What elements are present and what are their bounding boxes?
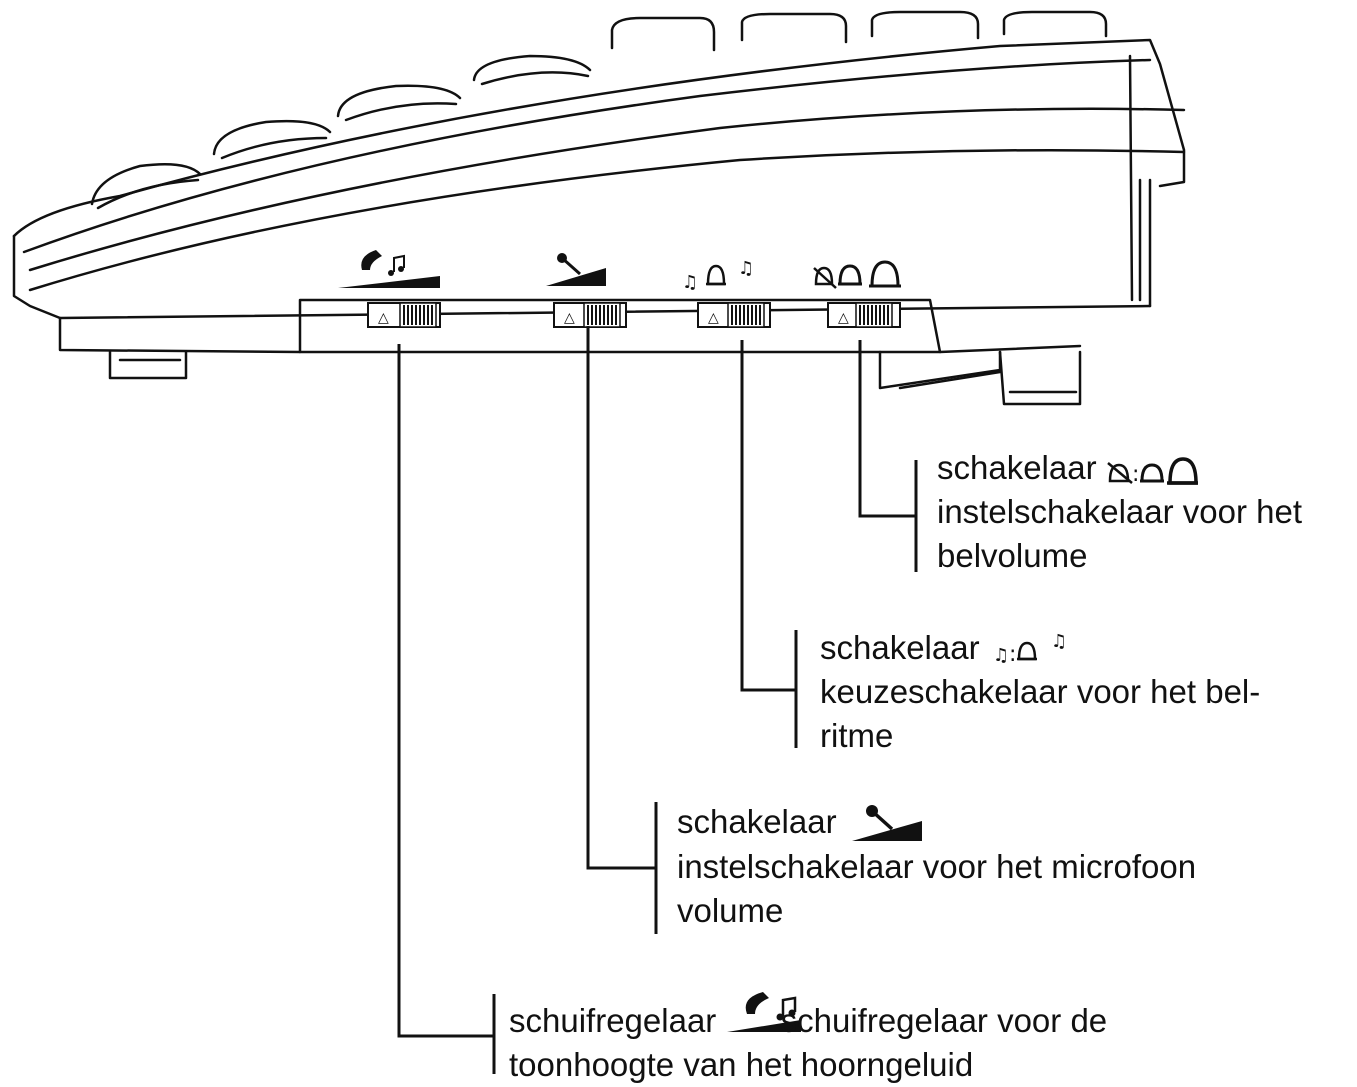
handset-note-wedge-icon	[338, 250, 440, 288]
note-bell-note-icon: ♫ ♫	[682, 258, 754, 293]
switch-mic-volume[interactable]: △	[553, 302, 627, 328]
phone-body	[12, 38, 1186, 406]
switch-knob[interactable]	[855, 302, 893, 328]
svg-text:♫: ♫	[993, 645, 1009, 666]
svg-text::: :	[1132, 462, 1139, 487]
switch-knob[interactable]	[727, 302, 765, 328]
leader-line-ring-melody	[740, 340, 796, 692]
svg-text:△: △	[564, 310, 575, 326]
svg-text:♫: ♫	[682, 272, 698, 293]
callout-description: schuifregelaar voor de	[780, 1002, 1108, 1039]
bell-mute-low-high-icon: :	[1106, 457, 1198, 487]
switch-bell-volume[interactable]: △	[827, 302, 901, 328]
bell-mute-low-high-icon	[813, 260, 901, 289]
svg-text:♫: ♫	[738, 258, 754, 279]
note-bell-note-icon: ♫ : ♫	[993, 631, 1067, 667]
callout-description: volume	[677, 892, 784, 930]
microphone-wedge-icon	[546, 253, 606, 286]
switch-knob[interactable]	[583, 302, 621, 328]
switch-ring-melody[interactable]: △	[697, 302, 771, 328]
leader-line-mic-volume	[586, 326, 656, 870]
svg-text:△: △	[378, 310, 389, 326]
callout-title: schakelaar	[820, 629, 980, 666]
phone-keys	[90, 10, 1108, 210]
leader-line-bell-volume	[858, 340, 916, 518]
callout-title: schuifregelaar	[509, 1002, 717, 1039]
svg-text::: :	[1009, 642, 1016, 667]
callout-description: ritme	[820, 717, 894, 754]
handset-note-wedge-icon	[727, 992, 802, 1032]
callout-description: instelschakelaar voor het	[937, 493, 1303, 530]
callout-bell-volume: schakelaar : instelschakelaar voor het b…	[937, 446, 1302, 578]
callout-title: schakelaar	[677, 803, 837, 840]
callout-handset-tone: schuifregelaar schuifregelaar voor de to…	[509, 990, 1107, 1087]
callout-title: schakelaar	[937, 449, 1097, 486]
callout-mic-volume: schakelaar instelschakelaar voor het mic…	[677, 800, 1196, 933]
callout-description: instelschakelaar voor het microfoon	[677, 848, 1197, 886]
svg-text:△: △	[838, 310, 849, 326]
leader-line-handset-tone	[397, 344, 494, 1038]
switch-knob[interactable]	[399, 302, 437, 328]
switch-handset-tone[interactable]: △	[367, 302, 441, 328]
svg-text:△: △	[708, 310, 719, 326]
callout-description: belvolume	[937, 537, 1088, 574]
callout-description: toonhoogte van het hoorngeluid	[509, 1046, 974, 1083]
callout-ring-melody: schakelaar ♫ : ♫ keuzeschakelaar voor he…	[820, 626, 1260, 758]
microphone-wedge-icon	[851, 805, 922, 842]
callout-description: keuzeschakelaar voor het bel-	[820, 673, 1261, 710]
svg-text:♫: ♫	[1051, 631, 1067, 652]
